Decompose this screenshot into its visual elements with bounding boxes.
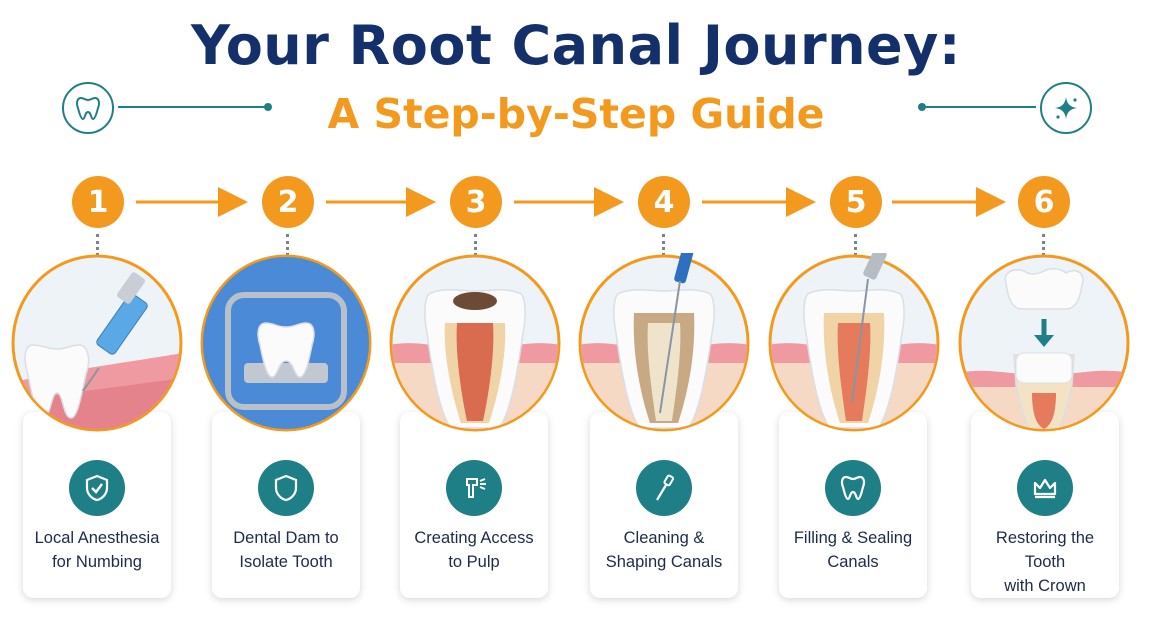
step-connector-5	[854, 234, 857, 256]
drill-icon	[446, 460, 502, 516]
step-number-6: 6	[1018, 176, 1070, 228]
step-number-5: 5	[830, 176, 882, 228]
step-illustration-5	[768, 248, 940, 433]
page-subtitle: A Step-by-Step Guide	[327, 90, 825, 138]
step-connector-2	[286, 234, 289, 256]
step-number-3: 3	[450, 176, 502, 228]
step-connector-4	[662, 234, 665, 256]
step-card-2: Dental Dam to Isolate Tooth	[212, 412, 360, 598]
step-illustration-6	[958, 253, 1130, 433]
step-illustration-4	[578, 246, 750, 433]
step-label-6: Restoring the Tooth with Crown	[995, 529, 1095, 595]
step-label-4: Cleaning & Shaping Canals	[605, 529, 723, 571]
step-illustration-2	[200, 253, 372, 433]
step-card-3: Creating Access to Pulp	[400, 412, 548, 598]
step-connector-6	[1042, 234, 1045, 256]
step-number-1: 1	[72, 176, 124, 228]
step-connector-1	[96, 234, 99, 256]
step-illustration-3	[389, 253, 561, 433]
step-connector-3	[474, 234, 477, 256]
step-illustration-1	[11, 253, 183, 433]
step-card-1: Local Anesthesia for Numbing	[23, 412, 171, 598]
step-card-5: Filling & Sealing Canals	[779, 412, 927, 598]
tooth-icon	[62, 82, 114, 134]
page-title: Your Root Canal Journey:	[191, 14, 961, 77]
step-card-6: Restoring the Tooth with Crown	[971, 412, 1119, 598]
shield-icon	[258, 460, 314, 516]
step-label-1: Local Anesthesia for Numbing	[34, 529, 160, 571]
file-instrument-icon	[636, 460, 692, 516]
step-label-5: Filling & Sealing Canals	[793, 529, 913, 571]
decor-dot-left	[264, 103, 272, 111]
step-number-2: 2	[262, 176, 314, 228]
tooth-outline-icon	[825, 460, 881, 516]
sparkle-icon	[1040, 82, 1092, 134]
step-label-2: Dental Dam to Isolate Tooth	[233, 529, 339, 571]
step-label-3: Creating Access to Pulp	[414, 529, 534, 571]
step-card-4: Cleaning & Shaping Canals	[590, 412, 738, 598]
decor-line-left	[118, 106, 268, 108]
crown-icon	[1017, 460, 1073, 516]
step-number-4: 4	[638, 176, 690, 228]
shield-check-icon	[69, 460, 125, 516]
decor-line-right	[922, 106, 1036, 108]
